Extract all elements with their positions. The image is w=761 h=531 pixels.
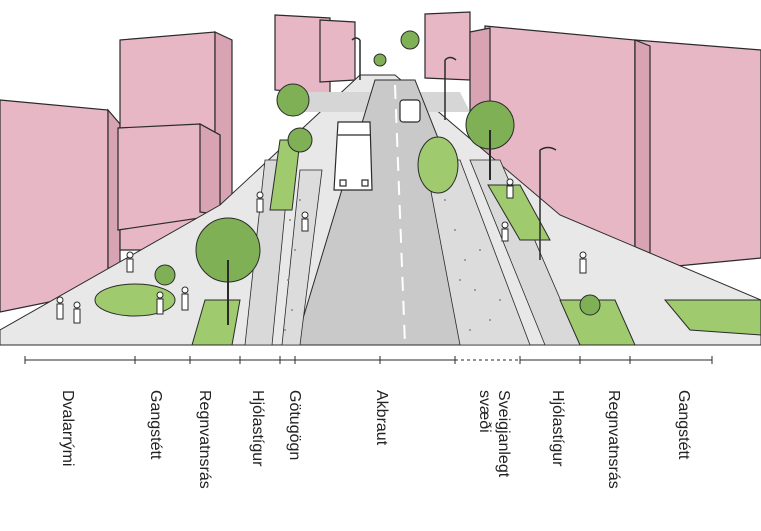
car: [399, 99, 421, 123]
zone-label-akbraut: Akbraut: [373, 390, 390, 446]
zone-label-regnvatnsras-left: Regnvatnsrás: [196, 390, 213, 489]
zone-label-gangstett-right: Gangstétt: [675, 390, 692, 460]
zone-label-sveigjanlegt: Sveigjanlegt: [495, 390, 512, 478]
gravel-texture: [284, 199, 501, 331]
zone-labels: Dvalarrými Gangstétt Regnvatnsrás Hjólas…: [59, 390, 692, 489]
zone-label-gangstett-left: Gangstétt: [147, 390, 164, 460]
people: [56, 178, 587, 324]
zone-label-hjolastigur-left: Hjólastígur: [249, 390, 266, 467]
street-surface: [0, 74, 761, 346]
zone-label-hjolastigur-right: Hjólastígur: [549, 390, 566, 467]
street-lamps: [351, 37, 557, 260]
trees: [154, 30, 601, 325]
dimension-lines: [24, 356, 713, 364]
zone-label-gotugogn: Götugögn: [286, 390, 303, 460]
zone-label-svaedi: svæði: [476, 390, 493, 433]
dimension-ticks: [24, 356, 713, 364]
bus: [333, 121, 373, 191]
zone-label-regnvatnsras-right: Regnvatnsrás: [605, 390, 622, 489]
zone-label-dvalarrymi: Dvalarrými: [59, 390, 76, 466]
